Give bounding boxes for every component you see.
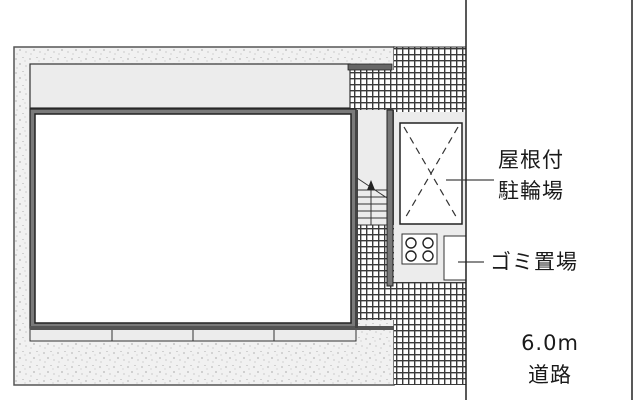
bicycle-parking (394, 112, 466, 230)
label-bicycle-parking-2: 駐輪場 (498, 179, 564, 203)
label-bicycle-parking-1: 屋根付 (498, 148, 564, 172)
garbage-area (394, 230, 467, 282)
bottom-strip (29, 328, 357, 342)
bottom-wall (30, 326, 394, 330)
building-room (29, 108, 357, 329)
stair-corridor (355, 109, 394, 328)
stair-arrow-icon (367, 180, 375, 190)
top-strip-wall (347, 63, 393, 71)
label-road: 道路 (528, 363, 572, 387)
label-road-width: 6.0m (521, 331, 579, 355)
top-strip (29, 63, 351, 109)
bins-icon (405, 237, 434, 262)
label-garbage: ゴミ置場 (490, 250, 578, 274)
